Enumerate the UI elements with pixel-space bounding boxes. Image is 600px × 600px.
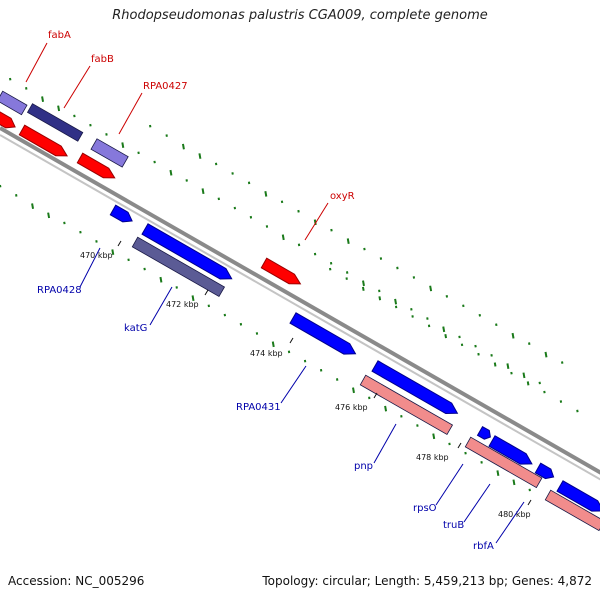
gene-label-leader (149, 286, 173, 326)
gc-tick (159, 276, 163, 283)
gc-tick (111, 249, 115, 256)
gc-tick (384, 405, 388, 412)
gene-label-rpa0427: RPA0427 (143, 81, 188, 92)
gc-tick (47, 212, 51, 219)
gc-tick (191, 295, 195, 302)
gc-tick (526, 381, 530, 386)
rpa0427-cds-block (90, 138, 129, 168)
gc-tick (57, 105, 61, 112)
rpa0427-arrow (76, 152, 116, 179)
gc-tick (346, 238, 350, 245)
gc-tick (362, 280, 365, 287)
scale-tick-label: 472 kbp (166, 300, 199, 309)
genome-summary: Topology: circular; Length: 5,459,213 bp… (262, 574, 592, 588)
gc-tick (442, 326, 446, 333)
gc-tick (444, 334, 448, 339)
gene-label-leader (25, 42, 48, 83)
gene-label-leader (304, 202, 329, 241)
scale-tick-mark (527, 499, 532, 506)
gc-tick (506, 363, 510, 369)
gc-tick (511, 332, 515, 339)
scale-tick-mark (289, 337, 294, 344)
gene-label-rbfa: rbfA (473, 541, 494, 552)
gene-label-leader (495, 501, 525, 544)
genome-backbone (0, 126, 600, 481)
gc-tick (264, 191, 268, 197)
rbfA-arrow (534, 462, 555, 480)
gc-tick (198, 153, 202, 159)
gc-tick (493, 362, 497, 367)
gene-label-oxyr: oxyR (330, 191, 355, 202)
scale-tick-mark (373, 392, 378, 399)
scale-tick-mark (204, 289, 209, 296)
gc-tick (361, 286, 365, 291)
oxyR-arrow (260, 257, 302, 285)
scale-tick-label: 476 kbp (335, 403, 368, 412)
gc-tick (41, 96, 45, 102)
gc-tick (201, 188, 205, 195)
rpa0428-arrow (109, 204, 133, 223)
katG-arrow (141, 223, 233, 280)
gc-tick (496, 470, 500, 476)
gene-labels: fabA fabB RPA0427 oxyR RPA0428 katG RPA0431 pnp… (25, 30, 525, 552)
pnp-arrow (371, 360, 459, 415)
truB-cds-block (464, 436, 543, 489)
gc-tick (31, 203, 35, 209)
gene-label-leader (373, 423, 397, 464)
scale-tick-label: 474 kbp (250, 349, 283, 358)
gc-tick (544, 351, 548, 358)
gene-label-pnp: pnp (354, 461, 373, 472)
gene-label-rpa0428: RPA0428 (37, 285, 82, 296)
rbfA-cds-block (544, 489, 600, 532)
gc-tick (429, 285, 433, 292)
scale-tick-mark (457, 442, 462, 449)
gene-label-leader (79, 247, 101, 288)
rbfA-next-arrow (556, 480, 600, 512)
gene-label-leader (463, 483, 491, 523)
map-title: Rhodopseudomonas palustris CGA009, compl… (112, 8, 488, 23)
gc-tick (271, 341, 275, 348)
truB-arrow (488, 435, 533, 465)
gc-content-tracks (0, 77, 579, 492)
gene-label-trub: truB (443, 520, 464, 531)
gene-label-rpa0431: RPA0431 (236, 402, 281, 413)
gc-tick (432, 433, 436, 440)
scale-tick-label: 478 kbp (416, 453, 449, 462)
fabB-cds-block (26, 103, 84, 142)
rpa0431-arrow (289, 312, 357, 355)
gc-tick (394, 298, 398, 305)
katG-cds-block (131, 236, 226, 298)
gene-label-leader (280, 365, 307, 404)
accession-text: Accession: NC_005296 (8, 574, 145, 588)
rpsO-arrow (476, 426, 491, 440)
gc-tick (181, 143, 185, 150)
gc-tick (512, 479, 516, 486)
gene-label-faba: fabA (48, 30, 71, 41)
fabA-arrow (0, 111, 16, 129)
gene-label-leader (63, 65, 91, 109)
gene-label-katg: katG (124, 323, 147, 334)
gene-label-rpso: rpsO (413, 503, 437, 514)
gene-label-leader (118, 92, 143, 135)
gc-tick (121, 142, 125, 149)
gc-tick (313, 219, 317, 226)
fabA-cds-block (0, 90, 28, 116)
gene-label-fabb: fabB (91, 54, 114, 65)
gc-tick (522, 372, 526, 379)
gc-tick (281, 234, 285, 241)
gc-tick (352, 387, 355, 394)
pnp-cds-block (359, 374, 454, 436)
gene-features (0, 90, 600, 532)
gc-tick (169, 169, 173, 176)
gc-tick (378, 296, 382, 301)
fabB-arrow (18, 124, 68, 157)
scale-tick-label: 480 kbp (498, 510, 531, 519)
gene-label-leader (435, 463, 464, 506)
scale-tick-mark (117, 240, 122, 247)
